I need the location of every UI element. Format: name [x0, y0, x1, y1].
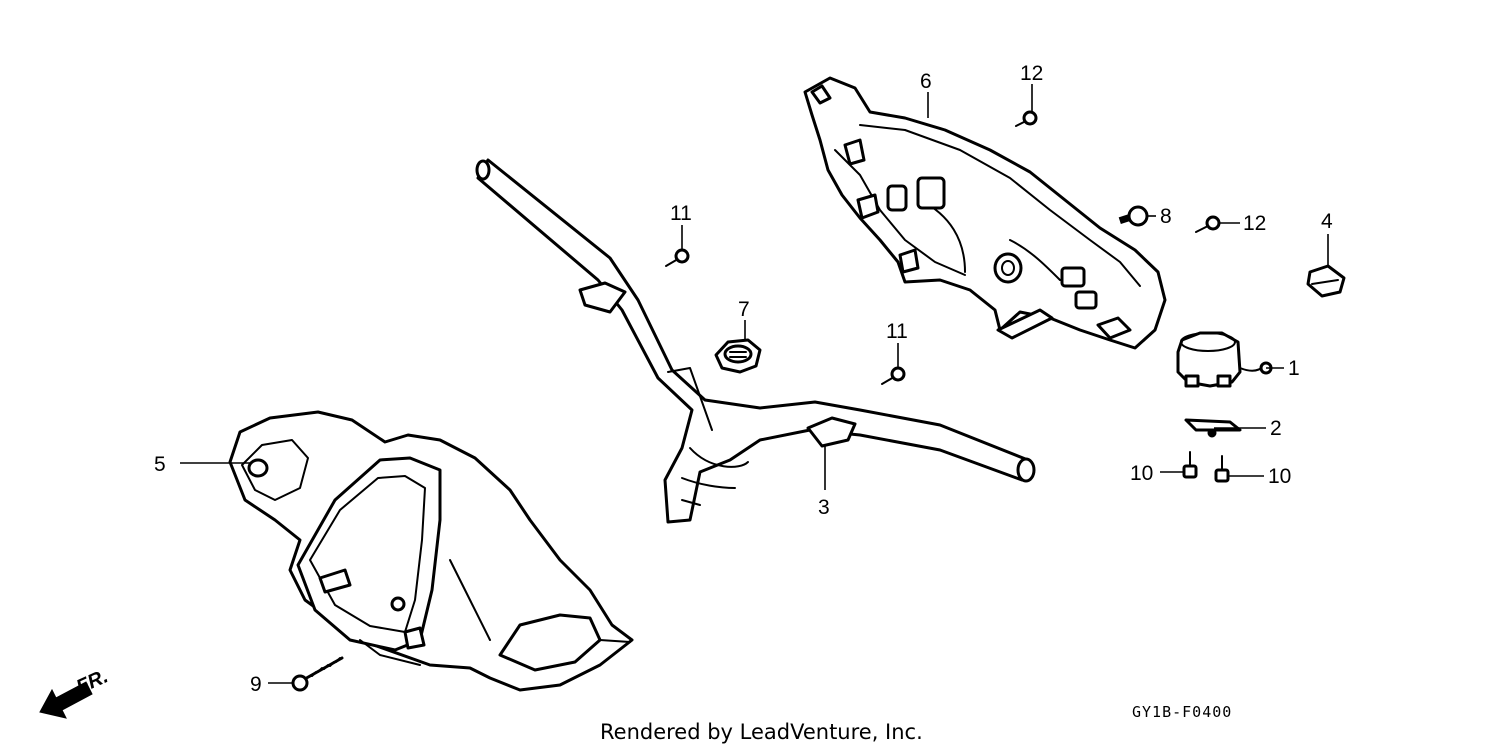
front-direction-arrow: FR. [39, 665, 111, 719]
part-screw-12b [1195, 215, 1221, 233]
render-credit: Rendered by LeadVenture, Inc. [600, 720, 923, 744]
callout-5: 5 [154, 453, 166, 476]
part-nut [1118, 205, 1149, 227]
part-handlebar-pipe [475, 158, 1036, 524]
callout-1: 1 [1288, 357, 1300, 380]
callout-8: 8 [1160, 205, 1172, 228]
part-front-handle-cover [228, 410, 634, 692]
part-switch-unit [1176, 331, 1273, 388]
leader-lines [180, 84, 1329, 684]
callout-9: 9 [250, 673, 262, 696]
part-clip [1306, 264, 1346, 298]
part-grommet [714, 338, 762, 374]
callout-7: 7 [738, 298, 750, 321]
callout-11a: 11 [670, 202, 692, 225]
callout-6: 6 [920, 70, 932, 93]
callout-4: 4 [1321, 210, 1333, 233]
part-bolt-10a [1182, 451, 1198, 479]
callout-2: 2 [1270, 417, 1282, 440]
callout-10a: 10 [1130, 462, 1153, 485]
callout-12b: 12 [1243, 212, 1266, 235]
callout-11b: 11 [886, 320, 908, 343]
part-rear-handle-cover [803, 76, 1167, 350]
part-bolt-10b [1214, 455, 1230, 483]
diagram-code: GY1B-F0400 [1132, 703, 1232, 721]
callout-12a: 12 [1020, 62, 1043, 85]
callout-10b: 10 [1268, 465, 1291, 488]
part-screw-11a [665, 248, 690, 267]
part-screw-11b [881, 366, 906, 385]
direction-label: FR. [73, 665, 111, 698]
part-bolt-9 [291, 656, 344, 692]
callout-3: 3 [818, 496, 830, 519]
part-screw-12a [1015, 110, 1038, 127]
callout-numbers: 1 2 3 4 5 6 7 8 9 10 10 11 11 12 12 [154, 62, 1333, 696]
